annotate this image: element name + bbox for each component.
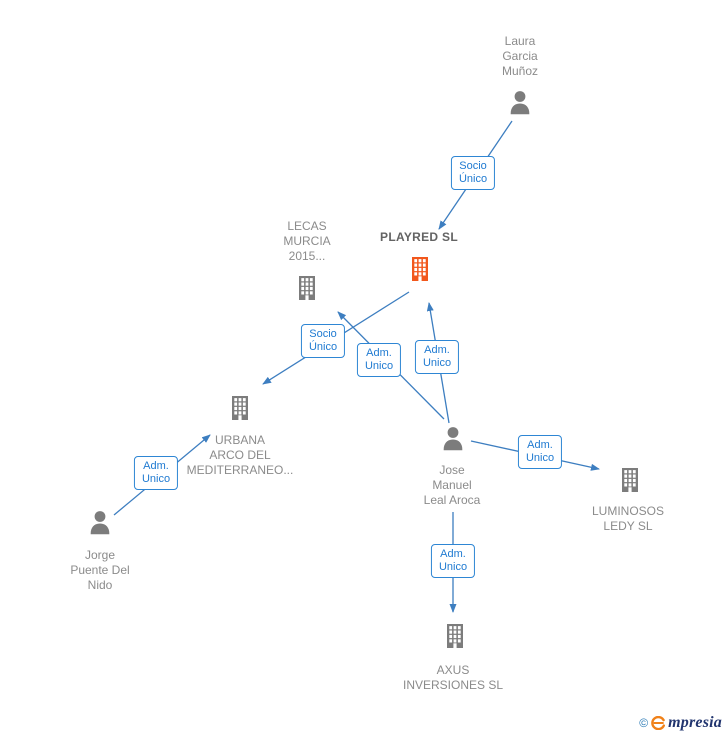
jorge-puente-del-nido-person-icon[interactable]	[86, 509, 115, 538]
role-label-adm-unico-jorge-urbana: Adm.Unico	[133, 456, 179, 490]
copyright-symbol: ©	[639, 716, 649, 730]
empresia-logo[interactable]: © mpresia	[639, 714, 722, 732]
axus-inversiones-sl-building-icon[interactable]	[443, 623, 468, 650]
role-label-adm-unico-jose-lecas: Adm.Unico	[356, 343, 402, 377]
playred-sl-building-icon[interactable]	[408, 256, 433, 283]
luminosos-ledy-sl-building-icon[interactable]	[618, 467, 643, 494]
brand-text: mpresia	[668, 714, 722, 731]
urbana-arco-del-mediterraneo-building-icon[interactable]	[228, 395, 253, 422]
laura-garcia-munoz-person-icon[interactable]	[506, 89, 535, 118]
jose-manuel-leal-aroca-person-icon[interactable]	[439, 425, 468, 454]
empresia-e-icon	[651, 715, 666, 731]
role-label-adm-unico-jose-playred: Adm.Unico	[414, 340, 460, 374]
lecas-murcia-2015-building-icon[interactable]	[295, 275, 320, 302]
role-label-adm-unico-jose-luminosos: Adm.Unico	[517, 435, 563, 469]
role-label-adm-unico-jose-axus: Adm.Unico	[430, 544, 476, 578]
playred-sl-label[interactable]: PLAYRED SL	[380, 230, 458, 244]
